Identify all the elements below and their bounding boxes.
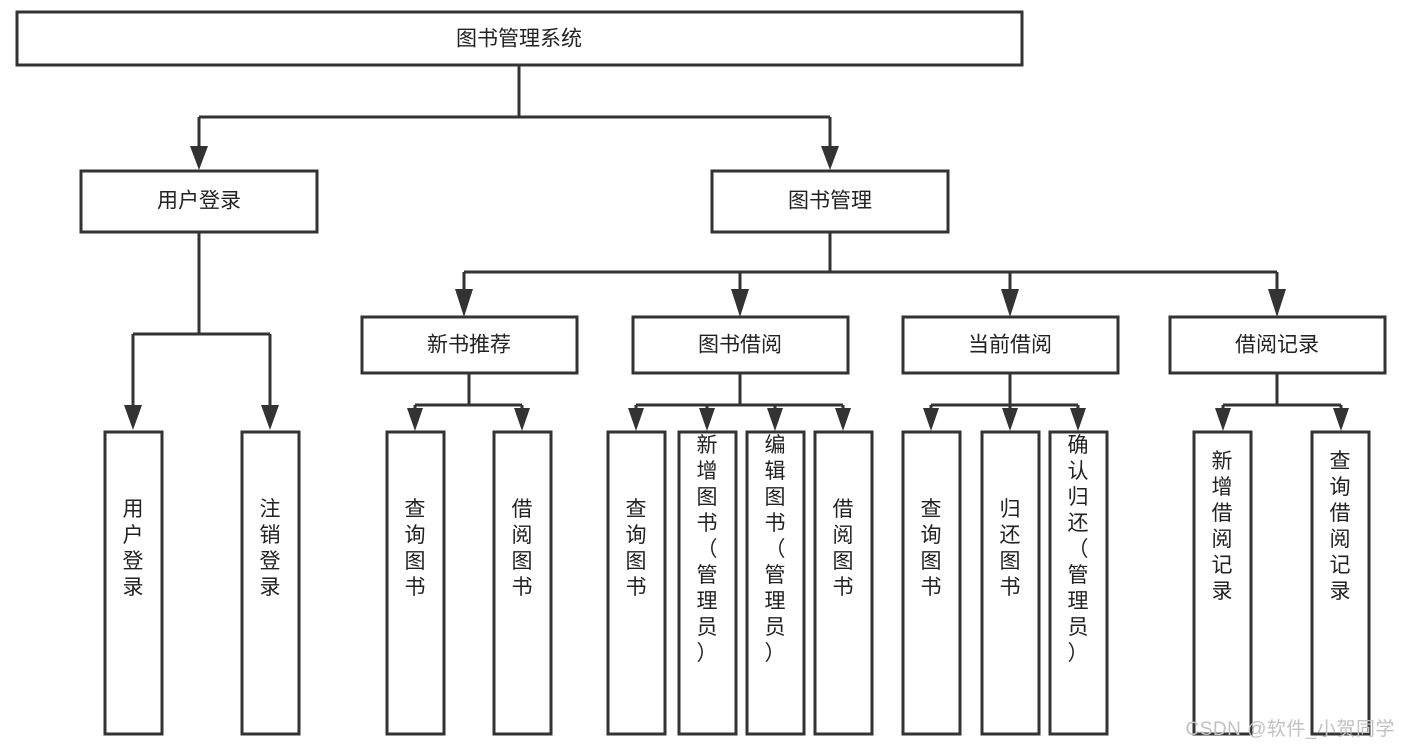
arrow-head-newbook-leaf-1 (407, 408, 423, 431)
leaf-bookborrow-borrow-label: 借阅图书 (833, 498, 854, 599)
leaf-node[interactable]: 查询借阅记录 (1310, 430, 1371, 736)
arrow-head-newbook-leaf-2 (514, 408, 530, 431)
leaf-node[interactable]: 新增借阅记录 (1192, 430, 1253, 736)
leaf-newbook-borrow-label: 借阅图书 (512, 498, 533, 599)
leaf-currentborrow-confirm-box[interactable] (1048, 430, 1109, 736)
arrow-head-borrowrecord-leaf-2 (1333, 408, 1349, 431)
node-borrow-record[interactable]: 借阅记录 (1168, 315, 1387, 375)
node-current-borrow-label: 当前借阅 (968, 334, 1052, 357)
leaf-borrowrecord-query-label: 查询借阅记录 (1330, 450, 1351, 603)
node-new-book-recommend[interactable]: 新书推荐 (360, 315, 579, 375)
arrow-head-leaf-user-login (124, 405, 142, 430)
arrow-head-bookborrow-leaf-3 (767, 408, 783, 431)
leaf-node[interactable]: 查询图书 (901, 430, 962, 736)
leaf-newbook-query-box[interactable] (385, 430, 446, 736)
node-user-login-box[interactable] (79, 169, 319, 234)
leaf-borrowrecord-query-box[interactable] (1310, 430, 1371, 736)
leaf-borrowrecord-add-box[interactable] (1192, 430, 1253, 736)
leaf-node[interactable]: 归还图书 (980, 430, 1041, 736)
node-book-manage-label: 图书管理 (788, 190, 872, 213)
leaf-user-login-label: 用户登录 (123, 498, 144, 599)
arrow-head-currentborrow-leaf-1 (923, 408, 939, 431)
leaf-bookborrow-query-label: 查询图书 (626, 498, 647, 599)
arrow-head-book-manage (821, 146, 839, 170)
leaf-newbook-query-label: 查询图书 (405, 498, 426, 599)
leaf-borrowrecord-add-label: 新增借阅记录 (1212, 450, 1233, 603)
arrow-head-leaf-logout (261, 405, 279, 430)
node-book-borrow-label: 图书借阅 (698, 334, 782, 357)
arrow-head-currentborrow-leaf-3 (1070, 408, 1086, 431)
leaf-node[interactable]: 借阅图书 (492, 430, 553, 736)
leaf-currentborrow-confirm-label: 确认归还（管理员） (1068, 434, 1089, 665)
leaf-node[interactable]: 确认归还（管理员） (1048, 430, 1109, 736)
arrow-head-currentborrow-leaf-2 (1002, 408, 1018, 431)
leaf-currentborrow-query-box[interactable] (901, 430, 962, 736)
node-user-login-label: 用户登录 (157, 190, 241, 213)
connector-layer (124, 65, 1349, 431)
node-book-manage[interactable]: 图书管理 (710, 169, 950, 234)
csdn-watermark: CSDN @软件_小贺同学 (1185, 719, 1395, 740)
leaf-node[interactable]: 注销登录 (240, 430, 301, 736)
node-borrow-record-box[interactable] (1168, 315, 1387, 375)
leaf-node[interactable]: 编辑图书（管理员） (745, 430, 806, 736)
leaf-newbook-borrow-box[interactable] (492, 430, 553, 736)
leaf-node[interactable]: 新增图书（管理员） (677, 430, 738, 736)
arrow-head-bookborrow-leaf-2 (699, 408, 715, 431)
node-book-manage-box[interactable] (710, 169, 950, 234)
node-borrow-record-label: 借阅记录 (1235, 334, 1319, 357)
arrow-head-borrow-record (1268, 289, 1286, 317)
leaf-node[interactable]: 查询图书 (606, 430, 667, 736)
arrow-head-user-login (190, 146, 208, 170)
leaf-node[interactable]: 借阅图书 (813, 430, 874, 736)
leaf-bookborrow-edit-label: 编辑图书（管理员） (765, 434, 786, 665)
arrow-head-new-book (455, 289, 473, 317)
leaf-bookborrow-add-label: 新增图书（管理员） (697, 434, 718, 665)
leaf-bookborrow-borrow-box[interactable] (813, 430, 874, 736)
arrow-head-bookborrow-leaf-4 (835, 408, 851, 431)
node-current-borrow-box[interactable] (901, 315, 1120, 375)
arrow-head-current-borrow (1001, 289, 1019, 317)
node-root-box[interactable] (15, 10, 1024, 67)
node-book-borrow[interactable]: 图书借阅 (631, 315, 850, 375)
arrow-head-book-borrow (731, 289, 749, 317)
leaf-node[interactable]: 查询图书 (385, 430, 446, 736)
leaf-currentborrow-return-label: 归还图书 (1000, 498, 1021, 599)
leaf-node[interactable]: 用户登录 (103, 430, 164, 736)
leaf-logout-label: 注销登录 (260, 498, 281, 599)
leaf-bookborrow-query-box[interactable] (606, 430, 667, 736)
leaf-user-login-box[interactable] (103, 430, 164, 736)
leaf-currentborrow-query-label: 查询图书 (921, 498, 942, 599)
node-root[interactable]: 图书管理系统 (15, 10, 1024, 67)
node-root-label: 图书管理系统 (456, 28, 582, 51)
leaf-bookborrow-add-box[interactable] (677, 430, 738, 736)
leaf-logout-box[interactable] (240, 430, 301, 736)
leaf-bookborrow-edit-box[interactable] (745, 430, 806, 736)
leaf-currentborrow-return-box[interactable] (980, 430, 1041, 736)
arrow-head-borrowrecord-leaf-1 (1215, 408, 1231, 431)
node-book-borrow-box[interactable] (631, 315, 850, 375)
node-new-book-recommend-label: 新书推荐 (427, 334, 511, 357)
node-new-book-recommend-box[interactable] (360, 315, 579, 375)
arrow-head-bookborrow-leaf-1 (628, 408, 644, 431)
node-user-login[interactable]: 用户登录 (79, 169, 319, 234)
node-current-borrow[interactable]: 当前借阅 (901, 315, 1120, 375)
